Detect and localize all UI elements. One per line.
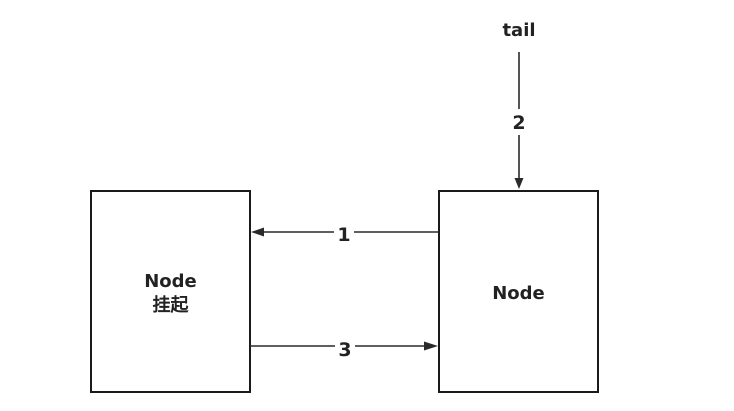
left-node-subtitle: 挂起 [153,294,190,316]
right-node: Node [438,190,599,393]
edge-left-to-right-label-bg [335,335,355,361]
edge-right-to-left-label: 1 [337,224,350,246]
arrow-left-icon [251,227,264,237]
left-node-box [90,190,251,393]
edge-right-to-left: 1 [251,220,439,246]
arrow-right-icon [424,341,438,351]
right-node-box [438,190,599,393]
edge-tail-to-right-label: 2 [512,112,525,134]
edge-tail-to-right: 2 [509,52,529,189]
tail-label: tail [502,20,535,41]
left-node-title: Node [144,271,197,292]
edge-right-to-left-label-bg [334,220,354,246]
left-node: Node 挂起 [90,190,251,393]
arrow-down-icon [514,178,524,189]
edge-tail-to-right-label-bg [509,109,529,135]
right-node-title: Node [492,283,545,304]
edge-left-to-right-label: 3 [338,339,351,361]
edge-left-to-right: 3 [250,335,438,361]
